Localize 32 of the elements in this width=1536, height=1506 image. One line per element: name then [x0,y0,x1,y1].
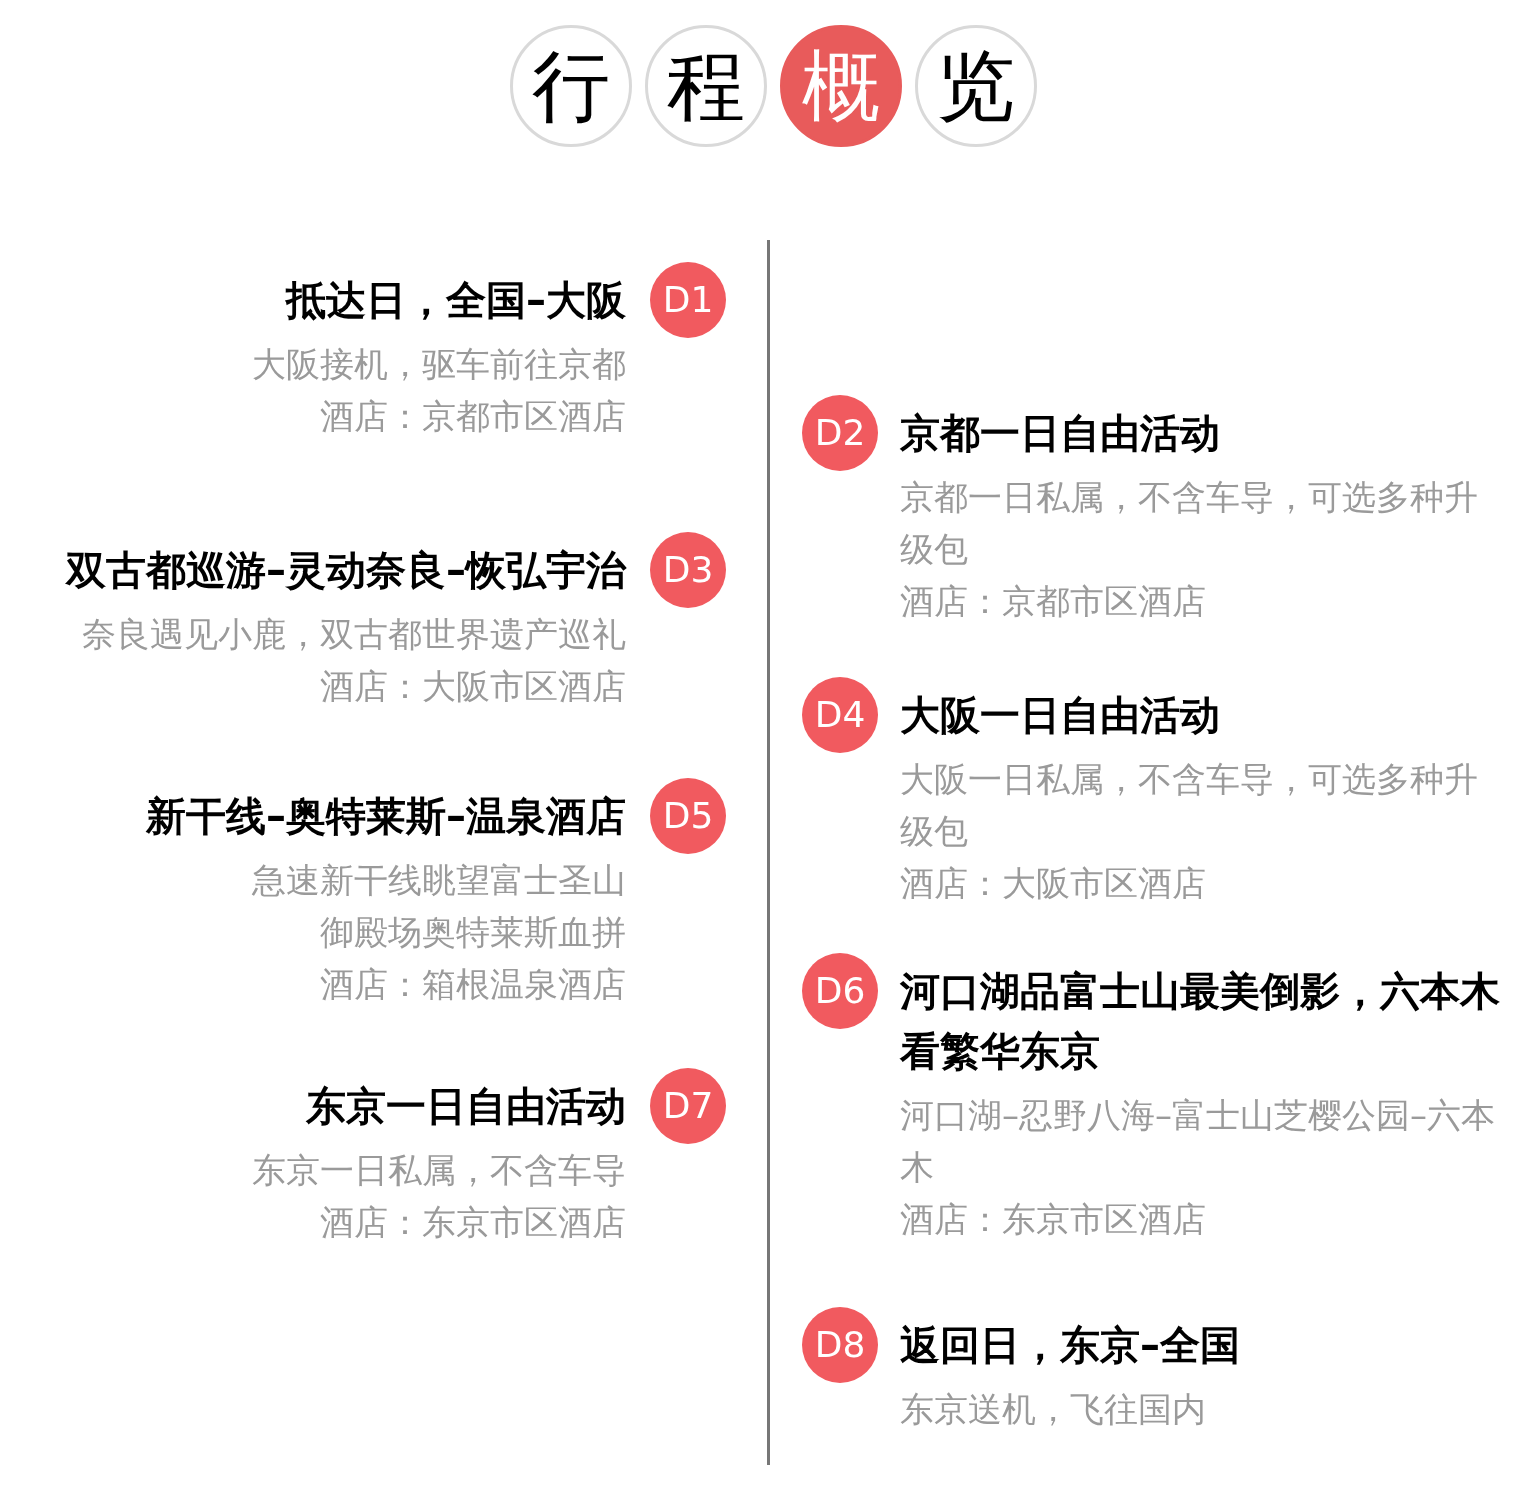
day-detail: 御殿场奥特莱斯血拼 [320,911,626,954]
day-badge: D2 [802,395,878,471]
day-detail: 酒店：京都市区酒店 [900,580,1206,623]
day-detail: 东京一日私属，不含车导 [252,1149,626,1192]
day-detail: 大阪一日私属，不含车导，可选多种升级包 [900,758,1479,853]
day-detail: 酒店：东京市区酒店 [320,1201,626,1244]
day-badge: D5 [650,778,726,854]
day-badge: D4 [802,677,878,753]
day-heading: 返回日，东京–全国 [900,1321,1240,1370]
day-detail: 东京送机，飞往国内 [900,1388,1206,1431]
day-detail: 酒店：东京市区酒店 [900,1198,1206,1241]
day-heading: 新干线–奥特莱斯–温泉酒店 [146,792,626,841]
day-detail: 酒店：箱根温泉酒店 [320,963,626,1006]
day-heading: 双古都巡游–灵动奈良–恢弘宇治 [66,546,626,595]
day-detail: 京都一日私属，不含车导，可选多种升级包 [900,476,1479,571]
day-heading: 抵达日，全国–大阪 [286,276,626,325]
day-heading: 东京一日自由活动 [306,1082,626,1131]
day-badge: D1 [650,262,726,338]
day-heading: 京都一日自由活动 [900,409,1220,458]
day-heading: 河口湖品富士山最美倒影，六本木看繁华东京 [900,967,1500,1076]
day-badge: D3 [650,532,726,608]
day-detail: 大阪接机，驱车前往京都 [252,343,626,386]
day-detail: 奈良遇见小鹿，双古都世界遗产巡礼 [82,613,626,656]
day-detail: 急速新干线眺望富士圣山 [252,859,626,902]
day-detail: 河口湖–忍野八海–富士山芝樱公园–六本木 [900,1094,1496,1189]
day-badge: D7 [650,1068,726,1144]
day-detail: 酒店：大阪市区酒店 [320,665,626,708]
day-detail: 酒店：京都市区酒店 [320,395,626,438]
day-heading: 大阪一日自由活动 [900,691,1220,740]
day-badge: D8 [802,1307,878,1383]
day-detail: 酒店：大阪市区酒店 [900,862,1206,905]
day-badge: D6 [802,953,878,1029]
